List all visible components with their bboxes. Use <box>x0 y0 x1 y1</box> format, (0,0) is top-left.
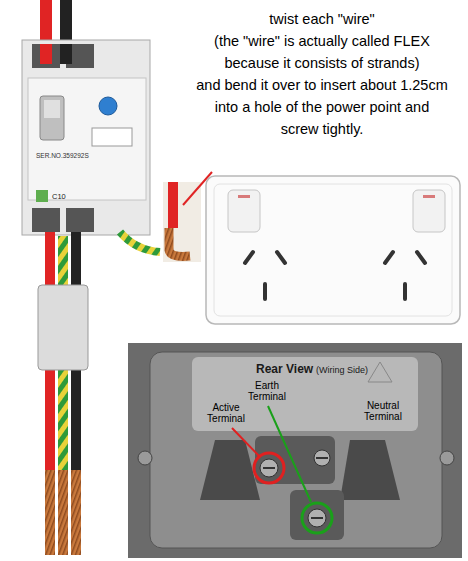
rear-view-photo-part <box>260 459 278 477</box>
rear-view-photo-part <box>232 428 259 456</box>
terminal-label: Active Terminal <box>200 402 252 424</box>
circuit-breaker-part <box>32 44 60 68</box>
rear-view-photo-part <box>314 450 330 466</box>
power-point-part-part <box>245 252 253 263</box>
power-point-part <box>228 190 260 232</box>
flex-closeup-part <box>163 182 201 262</box>
rear-view-photo-part <box>128 343 462 558</box>
rear-view-photo-part <box>302 503 332 533</box>
power-point-part <box>245 252 425 299</box>
rear-view-photo-part <box>311 517 323 519</box>
circuit-breaker-part <box>32 208 60 232</box>
text-line: and bend it over to insert about 1.25cm <box>186 74 458 96</box>
rear-view-photo-part <box>340 440 400 500</box>
circuit-breaker-part <box>36 190 48 202</box>
cable-bundle-part <box>58 470 68 555</box>
circuit-breaker-part <box>44 100 60 118</box>
circuit-breaker-part <box>66 208 94 232</box>
rear-view-photo-part <box>440 451 454 465</box>
rear-view-photo-part <box>316 457 328 459</box>
power-point-part-part <box>417 252 425 263</box>
rear-view-photo-part <box>254 453 284 483</box>
serial-number: SER.NO.359292S <box>36 152 89 160</box>
power-point-part-part <box>277 252 285 263</box>
power-point <box>206 176 460 324</box>
cable-bundle-part <box>45 470 55 555</box>
rear-view-photo-part <box>192 357 418 431</box>
circuit-breaker <box>22 0 160 252</box>
instruction-note: twist each "wire" (the "wire" is actuall… <box>186 8 458 140</box>
rear-view-photo-part <box>308 509 326 527</box>
circuit-breaker-part <box>22 40 150 235</box>
view-subtitle: (Wiring Side) <box>316 365 368 376</box>
text-line: screw tightly. <box>186 118 458 140</box>
power-point-part <box>206 176 460 324</box>
flex-closeup <box>163 182 201 262</box>
rear-view-photo-part <box>268 406 311 502</box>
rear-view-photo-part <box>368 362 392 382</box>
rear-view-photo-part <box>138 451 152 465</box>
circuit-breaker-part <box>92 128 132 146</box>
circuit-breaker-part <box>120 232 160 252</box>
power-point-part-part <box>263 284 267 299</box>
circuit-breaker-part <box>99 97 117 115</box>
text-line: into a hole of the power point and <box>186 96 458 118</box>
terminal-label: Neutral Terminal <box>356 400 410 422</box>
circuit-breaker-part <box>60 44 72 64</box>
power-point-part <box>413 190 445 232</box>
circuit-breaker-part <box>28 78 146 200</box>
power-point-part <box>238 195 250 198</box>
text-line: (the "wire" is actually called FLEX <box>186 30 458 52</box>
text-line: twist each "wire" <box>186 8 458 30</box>
rear-view-photo-part <box>255 436 335 484</box>
rear-view-photo <box>128 343 462 558</box>
view-title: Rear View <box>256 362 313 376</box>
power-point-part <box>214 184 452 316</box>
power-point-part <box>423 195 435 198</box>
rating-marking: C10 <box>52 192 66 201</box>
rear-view-photo-part <box>290 490 344 540</box>
cable-bundle-part <box>71 470 81 555</box>
flex-closeup-part <box>169 228 190 256</box>
power-point-part-part <box>403 284 407 299</box>
cable-bundle <box>38 232 88 555</box>
rear-view-photo-part <box>150 352 442 548</box>
cable-bundle-part <box>38 285 88 370</box>
text-line: because it consists of strands) <box>186 52 458 74</box>
circuit-breaker-part <box>40 44 52 64</box>
flex-closeup-part <box>168 182 178 228</box>
power-point-part-part <box>385 252 393 263</box>
terminal-label: Earth Terminal <box>242 380 292 402</box>
rear-view-photo-part <box>263 467 275 469</box>
circuit-breaker-part <box>40 96 64 140</box>
